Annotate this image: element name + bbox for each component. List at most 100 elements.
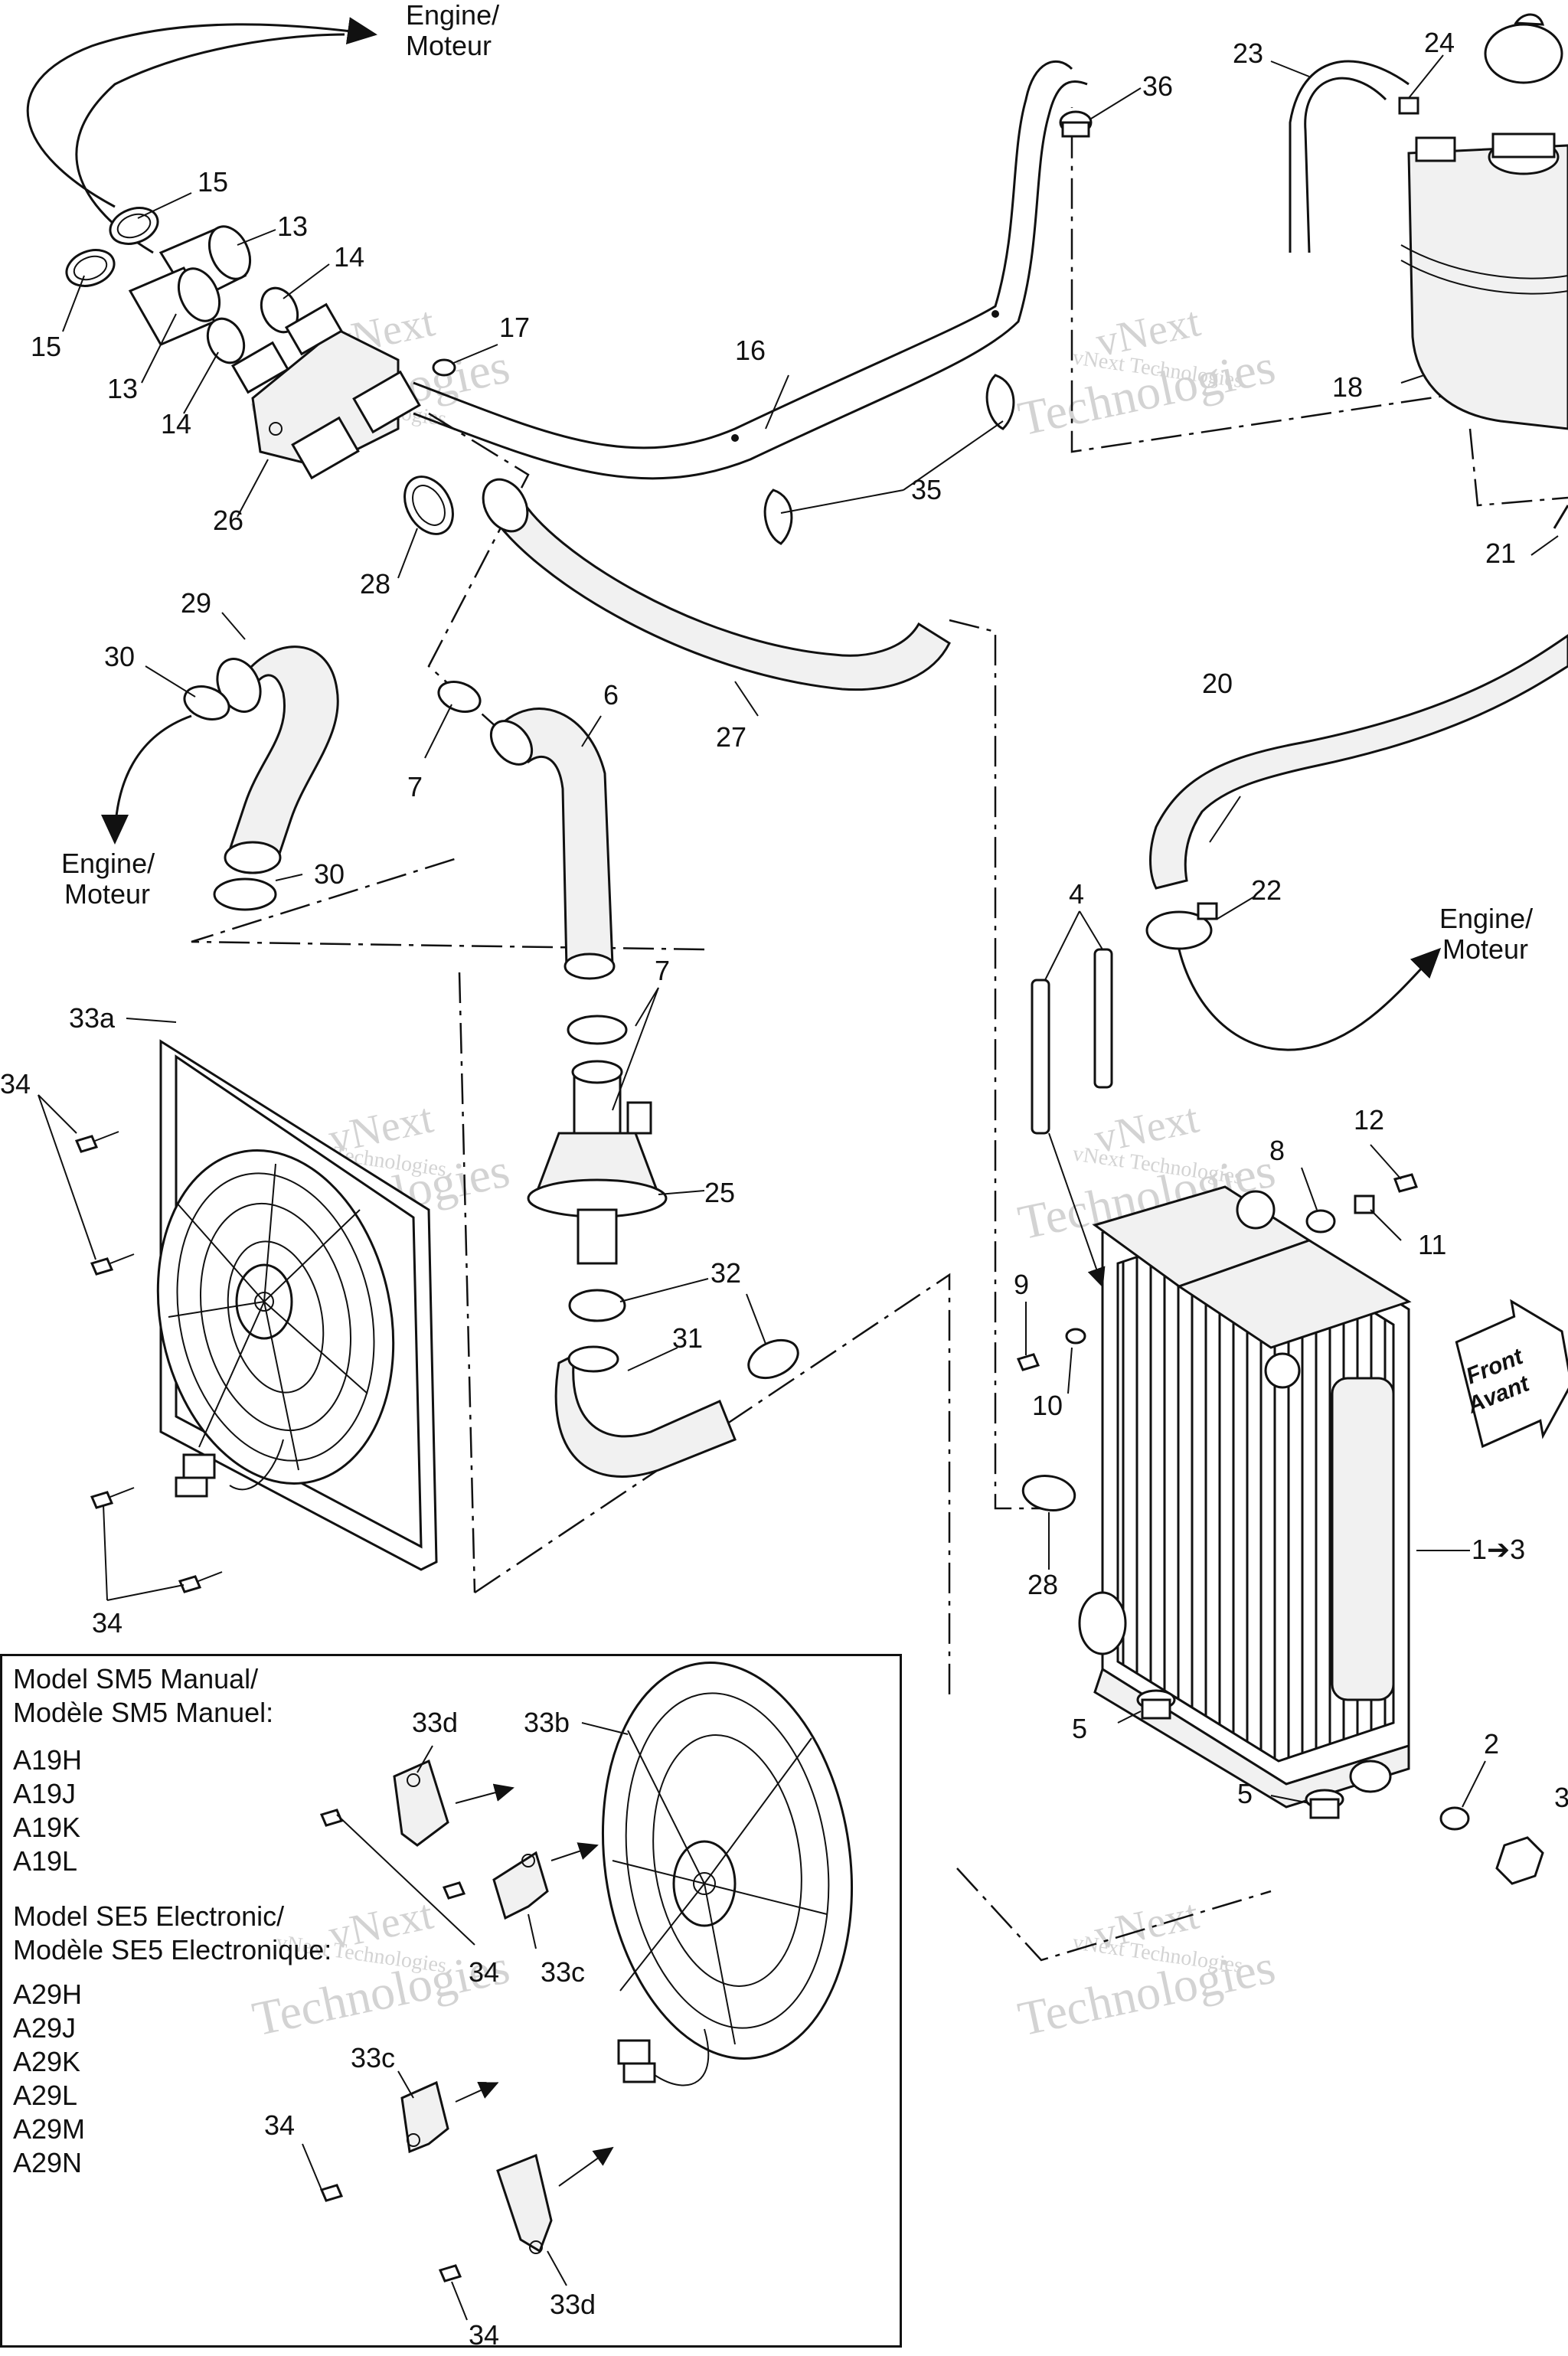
o-ring-part-2	[1441, 1808, 1468, 1829]
callout-26: 26	[213, 505, 243, 536]
model-code: A29H	[13, 1978, 332, 2011]
clamp-part-7-top	[435, 677, 485, 717]
callout-13: 13	[107, 373, 138, 404]
callout-1-to-3: 1➔3	[1472, 1534, 1525, 1565]
callout-28: 28	[360, 568, 390, 600]
callout-23: 23	[1233, 38, 1263, 69]
model-code: A29N	[13, 2146, 332, 2180]
clip-part-35	[765, 375, 1014, 544]
model-group-se5: Model SE5 Electronic/ Modèle SE5 Electro…	[13, 1900, 332, 2180]
callout-8: 8	[1269, 1135, 1285, 1166]
thermostat-part-25	[528, 1061, 666, 1263]
callout-16: 16	[735, 335, 766, 366]
hose-part-31	[556, 1347, 735, 1477]
clamp-part-28-top	[395, 468, 462, 542]
destination-engine-left-line1: Engine/	[61, 848, 155, 879]
callout-7: 7	[407, 771, 423, 802]
hose-part-29	[209, 647, 338, 873]
callout-10: 10	[1032, 1390, 1063, 1421]
rubber-strip-part-4	[1032, 949, 1112, 1133]
model-code: A19K	[13, 1811, 273, 1845]
expansion-tank-part-18	[1401, 134, 1568, 429]
model-code: A29J	[13, 2011, 332, 2045]
callout-14: 14	[334, 241, 364, 273]
model-group-title-line1: Model SM5 Manual/	[13, 1662, 273, 1696]
model-code: A29K	[13, 2045, 332, 2079]
callout-28: 28	[1027, 1569, 1058, 1600]
hose-to-engine-left	[115, 716, 191, 842]
callout-30: 30	[314, 858, 345, 890]
hose-part-16	[413, 61, 1087, 479]
hose-to-engine-right	[1179, 949, 1439, 1050]
callout-21: 21	[1485, 538, 1516, 569]
clamp-part-28-bottom	[1021, 1472, 1078, 1514]
radiator-part-1-3	[1080, 1187, 1409, 1807]
washer-part-8	[1307, 1211, 1334, 1232]
clamp-part-32-right	[743, 1333, 804, 1386]
callout-18: 18	[1332, 371, 1363, 403]
model-code: A29L	[13, 2079, 332, 2113]
callout-34: 34	[0, 1068, 31, 1100]
model-code: A29M	[13, 2113, 332, 2146]
destination-engine-top-line1: Engine/	[406, 0, 499, 31]
destination-engine-left-line2: Moteur	[64, 878, 150, 910]
callout-31: 31	[672, 1322, 703, 1354]
callout-11: 11	[1418, 1229, 1446, 1260]
callout-4: 4	[1069, 878, 1084, 910]
callout-27: 27	[716, 721, 746, 753]
callout-2: 2	[1484, 1728, 1499, 1760]
drain-plug-part-3	[1497, 1838, 1543, 1884]
model-group-title-line2: Modèle SE5 Electronique:	[13, 1933, 332, 1967]
destination-engine-right-line2: Moteur	[1442, 933, 1528, 965]
callout-15: 15	[31, 331, 61, 362]
callout-24: 24	[1424, 27, 1455, 58]
callout-7: 7	[655, 955, 670, 986]
engine-hose-loop-top	[28, 25, 375, 253]
clamp-part-22	[1147, 904, 1217, 949]
callout-17: 17	[499, 312, 530, 343]
clamp-part-32-left	[570, 1290, 625, 1321]
washer-part-10	[1067, 1329, 1085, 1343]
callout-35: 35	[911, 474, 942, 505]
hose-part-13	[130, 220, 258, 345]
model-group-title-line2: Modèle SM5 Manuel:	[13, 1696, 273, 1730]
callout-3: 3	[1554, 1782, 1568, 1813]
callout-29: 29	[181, 587, 211, 619]
callout-32: 32	[710, 1257, 741, 1289]
overflow-hose-part-23	[1290, 61, 1409, 253]
clamp-part-36	[1060, 112, 1091, 136]
model-variant-inset: Model SM5 Manual/ Modèle SM5 Manuel: A19…	[0, 1654, 902, 2348]
model-group-sm5: Model SM5 Manual/ Modèle SM5 Manuel: A19…	[13, 1662, 273, 1878]
callout-34: 34	[92, 1607, 122, 1639]
hose-part-27	[474, 472, 949, 690]
callout-30: 30	[104, 641, 135, 672]
nut-part-12	[1395, 1175, 1416, 1191]
callout-20: 20	[1202, 668, 1233, 699]
pressure-cap-part-24	[1485, 15, 1562, 83]
clamp-part-30-bottom	[214, 879, 276, 910]
callout-5: 5	[1237, 1778, 1253, 1809]
destination-engine-top-line2: Moteur	[406, 30, 492, 61]
screw-part-9	[1018, 1354, 1038, 1370]
callout-14: 14	[161, 408, 191, 440]
fitting-part-24	[1400, 98, 1418, 113]
callout-36: 36	[1142, 70, 1173, 102]
callout-9: 9	[1014, 1269, 1029, 1300]
model-group-title-line1: Model SE5 Electronic/	[13, 1900, 332, 1933]
clip-part-17	[433, 360, 455, 375]
hose-part-6	[483, 709, 614, 979]
destination-engine-right-line1: Engine/	[1439, 903, 1533, 934]
model-code: A19J	[13, 1777, 273, 1811]
callout-12: 12	[1354, 1104, 1384, 1136]
model-code: A19L	[13, 1845, 273, 1878]
callout-33a: 33a	[69, 1002, 116, 1034]
model-code: A19H	[13, 1743, 273, 1777]
callout-6: 6	[603, 679, 619, 711]
callout-13: 13	[277, 211, 308, 242]
hose-part-21	[1554, 505, 1568, 528]
callout-5: 5	[1072, 1713, 1087, 1744]
clamp-part-15	[61, 201, 162, 292]
callout-25: 25	[704, 1177, 735, 1208]
callout-15: 15	[198, 166, 228, 198]
